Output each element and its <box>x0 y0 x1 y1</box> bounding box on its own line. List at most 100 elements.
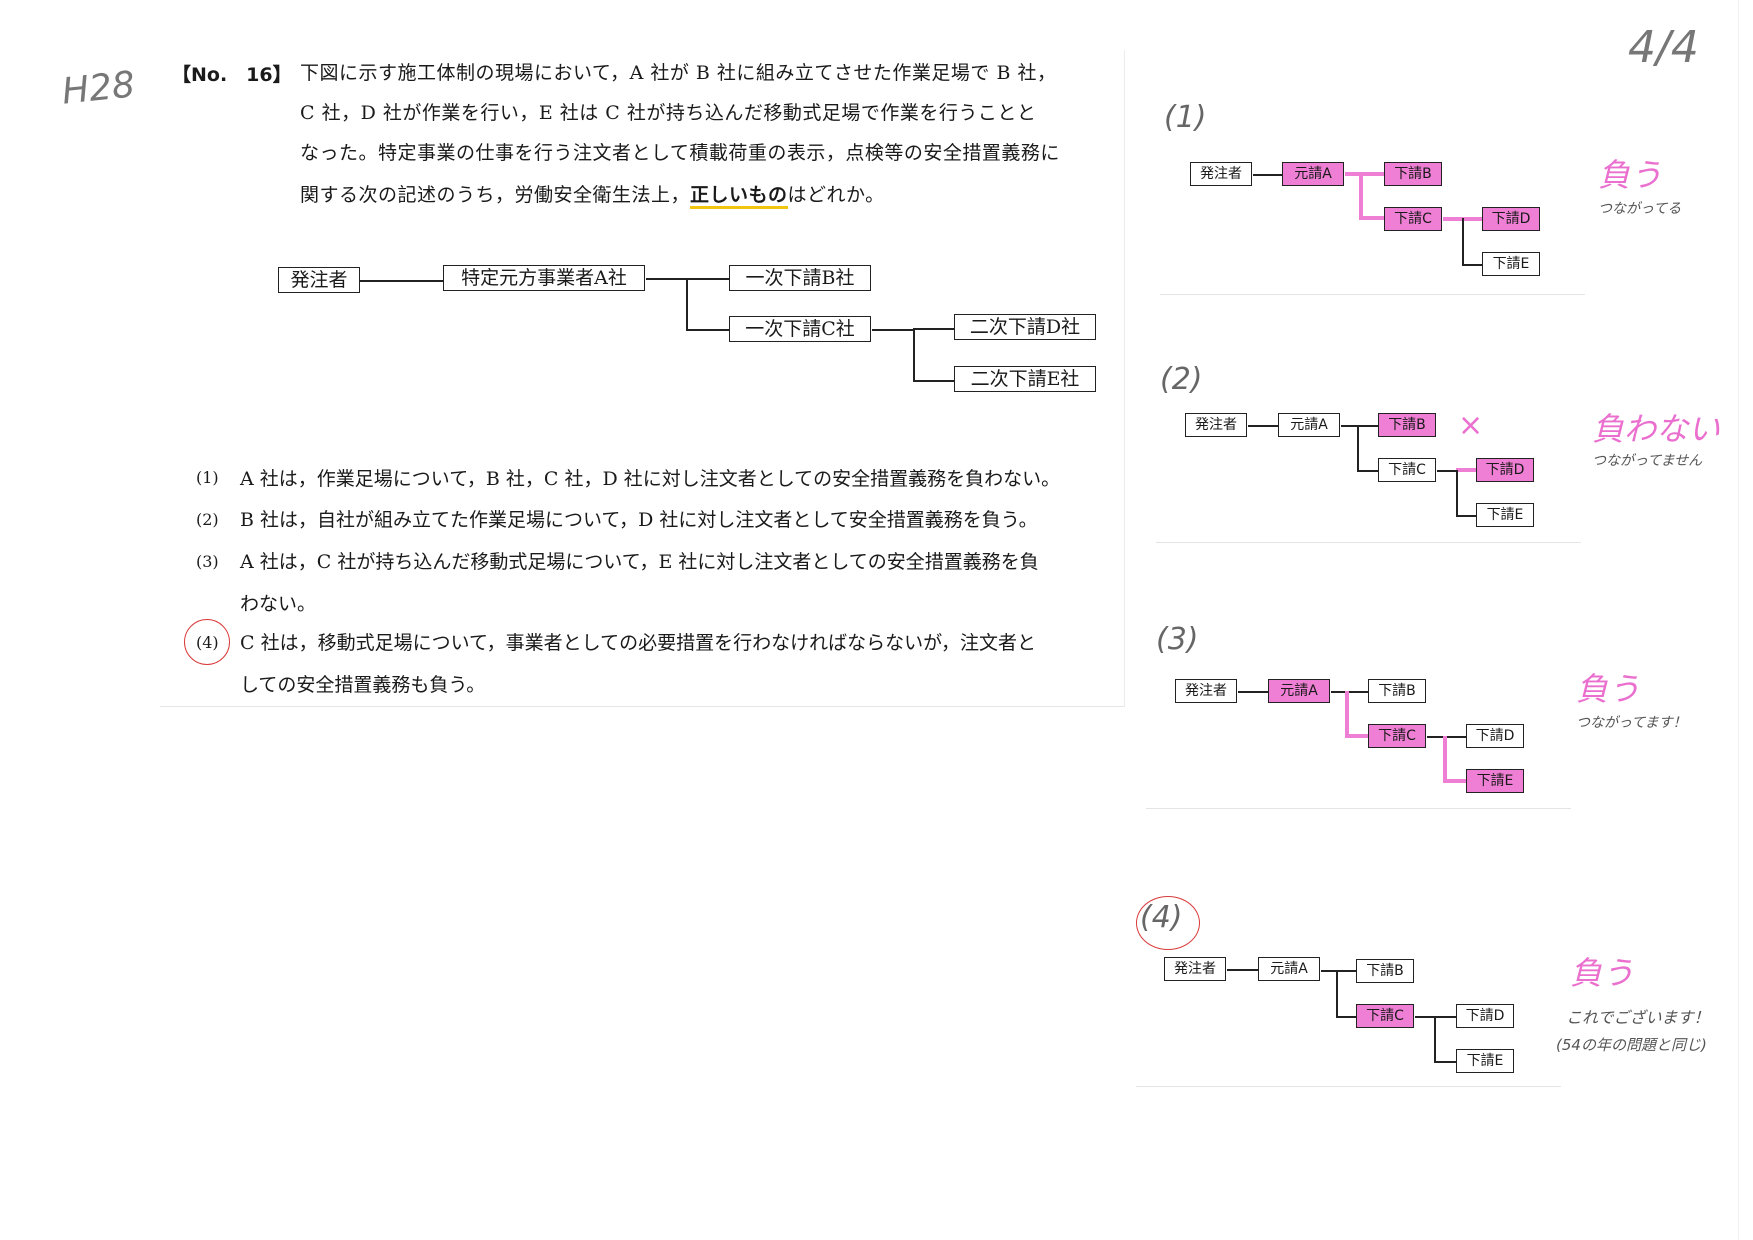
d3-highlight <box>1345 691 1349 737</box>
d1-b-box: 下請B <box>1384 162 1442 186</box>
org-connector <box>913 328 915 380</box>
org-e-box: 二次下請E社 <box>954 366 1096 392</box>
option-text-1: A 社は，作業足場について，B 社，C 社，D 社に対し注文者としての安全措置義… <box>240 468 1061 490</box>
d2-connector <box>1456 515 1476 517</box>
d2-c-box: 下請C <box>1378 458 1436 482</box>
d2-highlight <box>1456 468 1476 472</box>
d1-e-box: 下請E <box>1482 252 1540 276</box>
question-number: 【No. 16】 <box>172 64 292 86</box>
option-text-3: A 社は，C 社が持ち込んだ移動式足場について，E 社に対し注文者としての安全措… <box>240 551 1039 573</box>
d1-d-box: 下請D <box>1482 207 1540 231</box>
d1-connector <box>1462 218 1464 264</box>
d4-c-box: 下請C <box>1356 1004 1414 1028</box>
d3-highlight <box>1345 734 1368 738</box>
d4-b-box: 下請B <box>1356 959 1414 983</box>
d1-c-box: 下請C <box>1384 207 1442 231</box>
d2-connector <box>1341 425 1378 427</box>
d1-highlight <box>1345 172 1384 176</box>
d1-connector <box>1462 264 1482 266</box>
d2-subnote: つながってません <box>1592 453 1703 469</box>
org-connector <box>913 380 954 382</box>
diagram-3-label: (3) <box>1156 622 1199 657</box>
correct-one-highlight: 正しいもの <box>690 184 788 209</box>
d3-prime-box: 元請A <box>1268 679 1330 703</box>
option-text-4-cont: しての安全措置義務も負う。 <box>240 674 486 696</box>
d4-connector <box>1434 1016 1436 1061</box>
org-b-box: 一次下請B社 <box>729 265 871 291</box>
d3-client-box: 発注者 <box>1175 679 1237 703</box>
d2-prime-box: 元請A <box>1278 413 1340 437</box>
d3-subnote: つながってます！ <box>1576 715 1687 731</box>
question-line-4-before: 関する次の記述のうち，労働安全衛生法上， <box>300 184 691 206</box>
d3-b-box: 下請B <box>1368 679 1426 703</box>
d1-note: 負う <box>1598 156 1663 194</box>
d1-highlight <box>1359 216 1384 220</box>
d3-d-box: 下請D <box>1466 724 1524 748</box>
option-text-2: B 社は，自社が組み立てた作業足場について，D 社に対し注文者として安全措置義務… <box>240 509 1038 531</box>
option-text-4: C 社は，移動式足場について，事業者としての必要措置を行わなければならないが，注… <box>240 632 1036 654</box>
d4-subnote: これでございます！ <box>1566 1008 1710 1027</box>
scan-edge <box>160 706 1125 707</box>
question-line-4: 関する次の記述のうち，労働安全衛生法上，正しいものはどれか。 <box>300 180 885 209</box>
scan-edge <box>1160 294 1585 295</box>
diagram-1-label: (1) <box>1164 100 1207 135</box>
d2-cross-mark: × <box>1458 408 1484 443</box>
d2-connector <box>1357 425 1359 470</box>
question-line-4-after: はどれか。 <box>787 184 885 206</box>
d4-connector <box>1415 1016 1456 1018</box>
d4-connector <box>1336 1016 1356 1018</box>
d2-d-box: 下請D <box>1476 458 1534 482</box>
option-text-3-cont: わない。 <box>240 593 317 615</box>
org-c-box: 一次下請C社 <box>729 316 871 342</box>
d2-b-box: 下請B <box>1378 413 1436 437</box>
scan-edge <box>1124 50 1125 706</box>
d4-prime-box: 元請A <box>1258 957 1320 981</box>
page-handwriting: 4/4 <box>1628 22 1699 73</box>
org-prime-box: 特定元方事業者A社 <box>443 265 645 291</box>
d4-connector <box>1227 969 1258 971</box>
d4-note: 負う <box>1570 954 1635 992</box>
d1-connector <box>1253 174 1282 176</box>
question-line-3: なった。特定事業の仕事を行う注文者として積載荷重の表示，点検等の安全措置義務に <box>300 142 1060 164</box>
org-connector <box>686 278 688 330</box>
option-number-2: (2) <box>196 510 219 529</box>
d2-e-box: 下請E <box>1476 503 1534 527</box>
diagram-4-label: (4) <box>1140 900 1183 935</box>
org-connector <box>686 278 729 280</box>
d4-answer-circle <box>1136 896 1200 950</box>
org-client-box: 発注者 <box>278 267 360 293</box>
d3-e-box: 下請E <box>1466 769 1524 793</box>
d4-connector <box>1336 970 1338 1016</box>
org-connector <box>360 280 443 282</box>
scan-edge <box>1136 1086 1561 1087</box>
answer-circle <box>184 619 230 665</box>
d4-connector <box>1321 970 1356 972</box>
org-connector <box>686 329 729 331</box>
option-number-1: (1) <box>196 468 219 487</box>
d1-subnote: つながってる <box>1598 201 1682 217</box>
d3-connector <box>1238 691 1268 693</box>
diagram-2-label: (2) <box>1160 362 1203 397</box>
d4-e-box: 下請E <box>1456 1049 1514 1073</box>
question-line-2: C 社，D 社が作業を行い，E 社は C 社が持ち込んだ移動式足場で作業を行うこ… <box>300 102 1037 124</box>
d3-highlight <box>1443 736 1447 783</box>
d3-connector <box>1331 691 1368 693</box>
scan-edge <box>1146 808 1571 809</box>
d2-connector <box>1248 425 1278 427</box>
d2-connector <box>1357 470 1378 472</box>
d2-client-box: 発注者 <box>1185 413 1247 437</box>
org-connector <box>646 278 686 280</box>
org-connector <box>872 329 914 331</box>
d1-highlight <box>1359 172 1363 219</box>
scan-edge <box>1156 542 1581 543</box>
scan-edge <box>1738 0 1739 1240</box>
question-line-1: 下図に示す施工体制の現場において，A 社が B 社に組み立てさせた作業足場で B… <box>300 62 1057 84</box>
org-d-box: 二次下請D社 <box>954 314 1096 340</box>
d2-connector <box>1456 470 1458 515</box>
d1-client-box: 発注者 <box>1190 162 1252 186</box>
d2-note: 負わない <box>1592 410 1721 448</box>
option-number-3: (3) <box>196 552 219 571</box>
year-handwriting: H28 <box>60 64 137 113</box>
d3-c-box: 下請C <box>1368 724 1426 748</box>
d4-connector <box>1434 1061 1456 1063</box>
